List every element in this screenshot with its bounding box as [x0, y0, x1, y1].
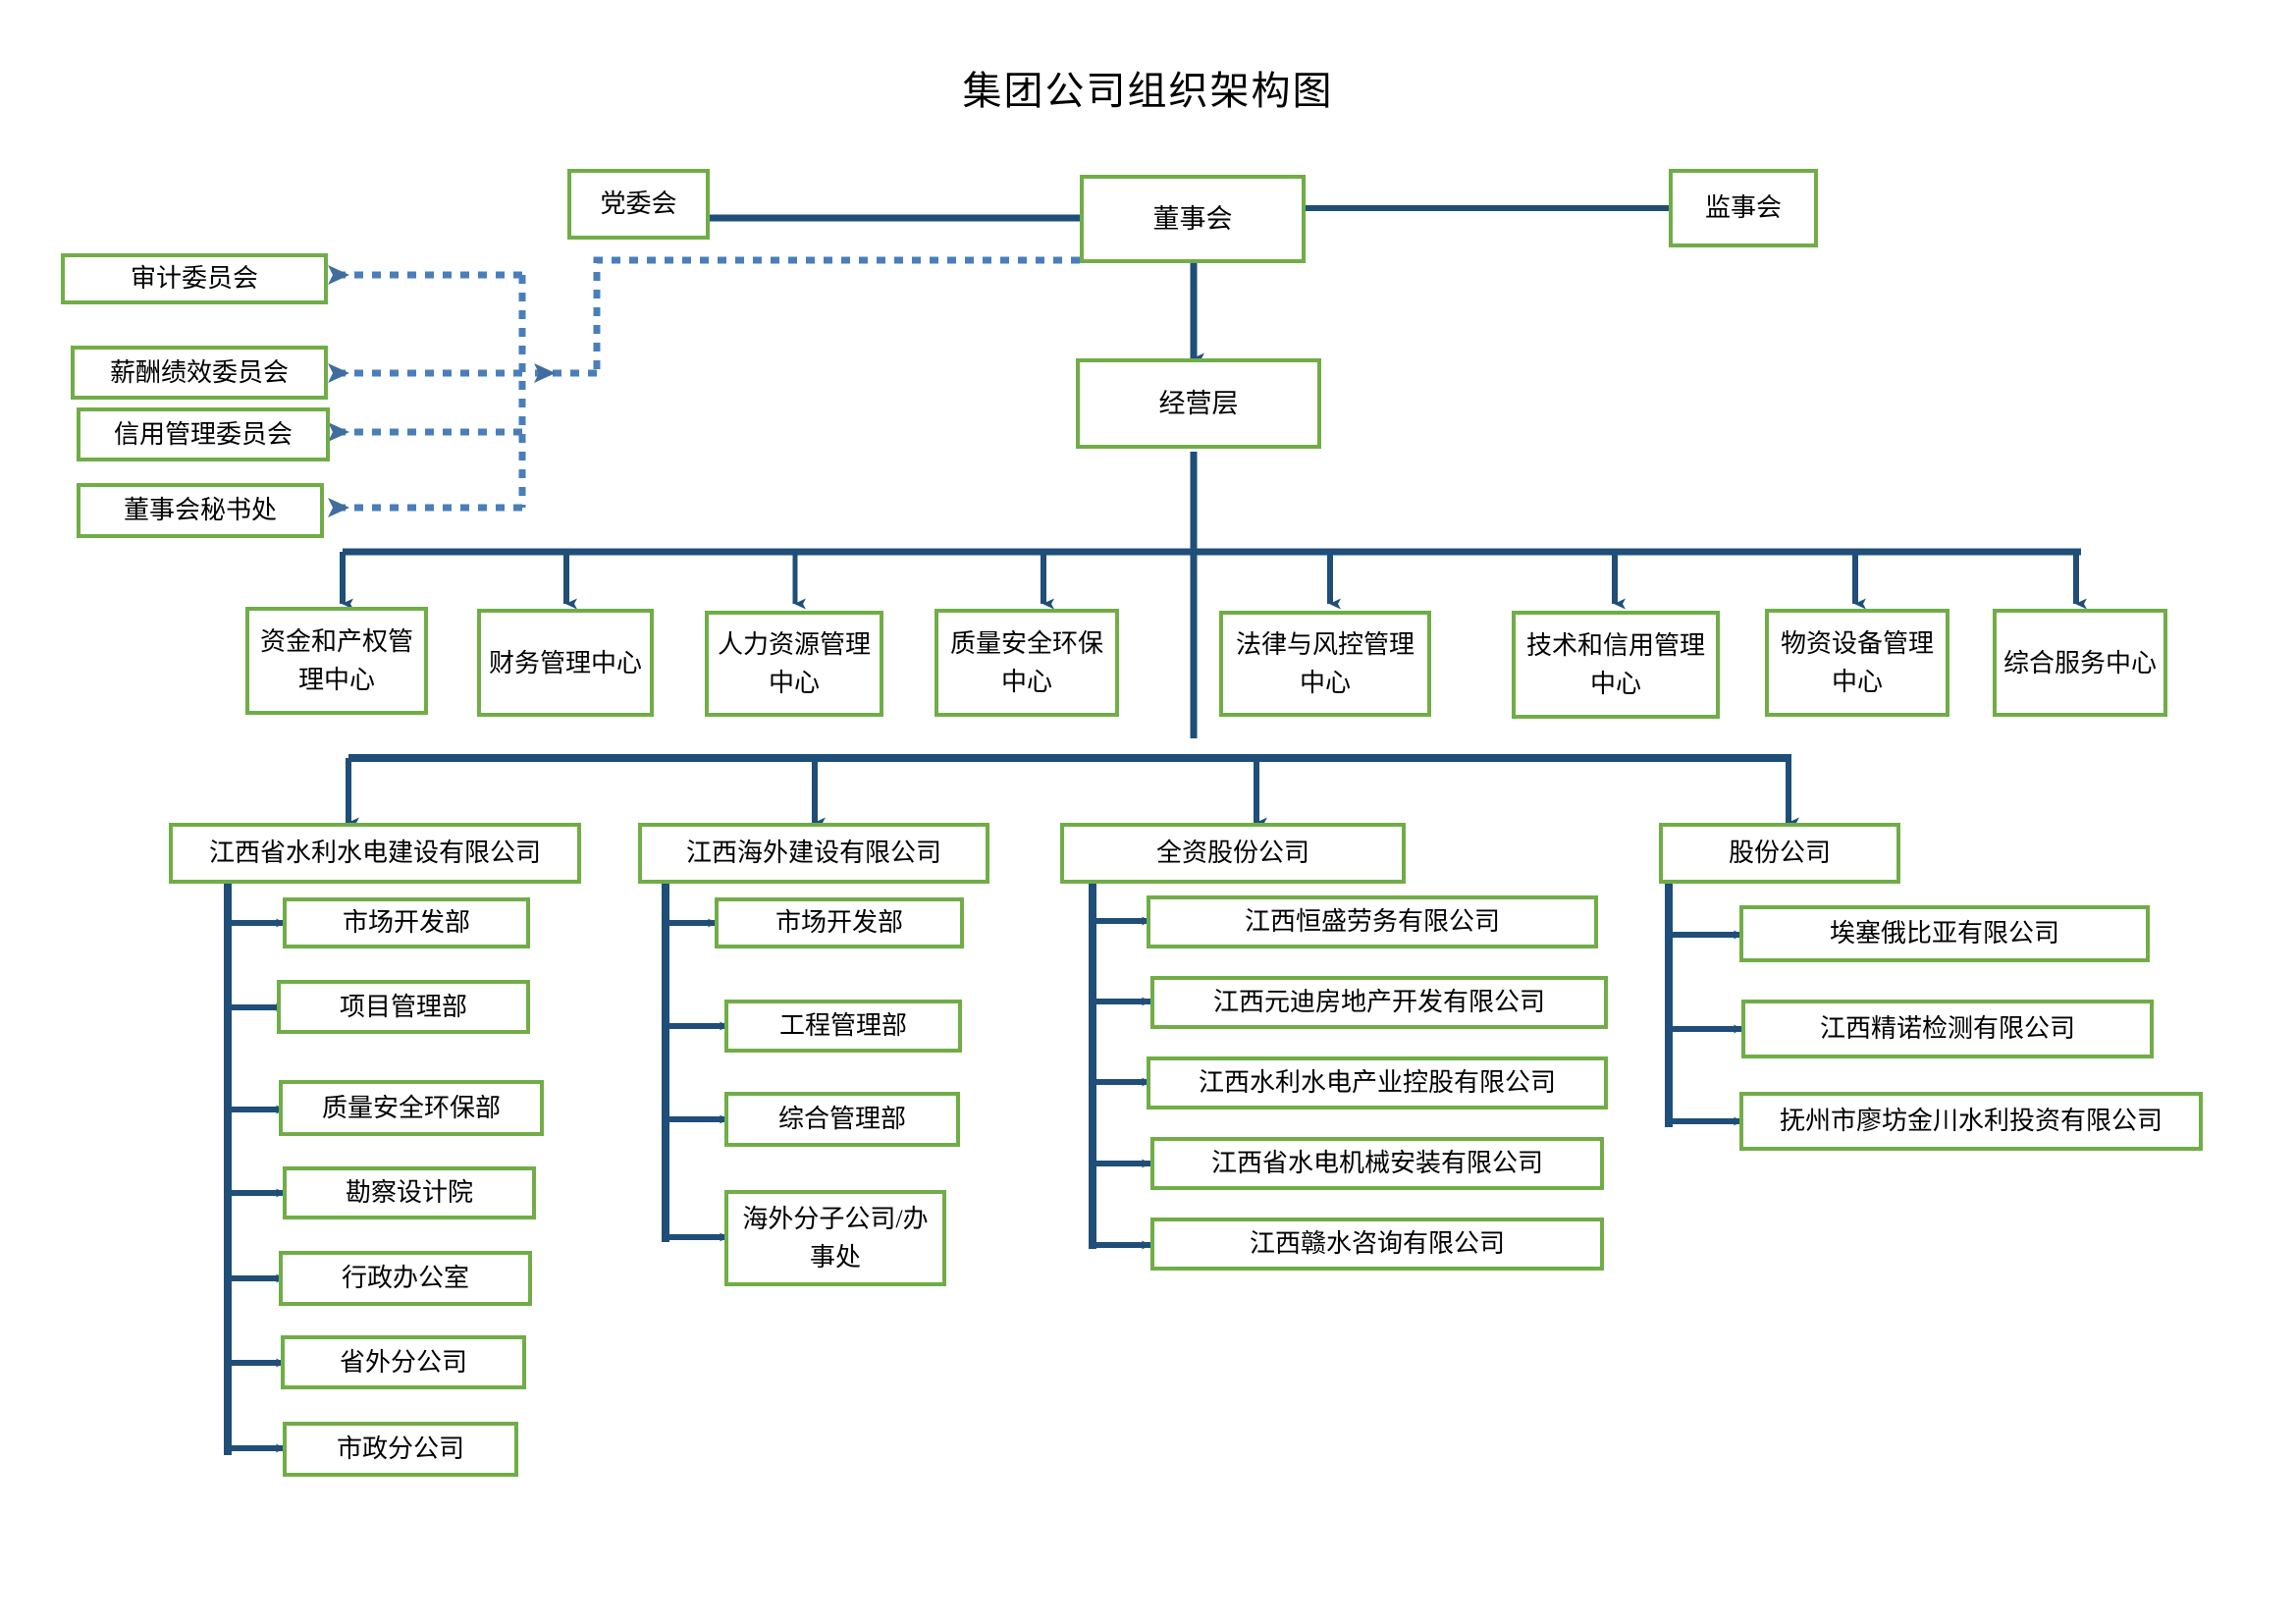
node-center-materials-equipment[interactable]: 物资设备管理中心 — [1765, 609, 1949, 717]
node-label: 人力资源管理中心 — [717, 630, 871, 697]
list-item-survey-design-institute-c1[interactable]: 勘察设计院 — [283, 1166, 536, 1219]
list-item-ganshui-consulting-c3[interactable]: 江西赣水咨询有限公司 — [1150, 1218, 1604, 1271]
list-item-municipal-branch-c1[interactable]: 市政分公司 — [283, 1422, 518, 1477]
node-label: 江西海外建设有限公司 — [685, 839, 941, 868]
node-center-human-resources[interactable]: 人力资源管理中心 — [705, 611, 883, 717]
node-label: 综合服务中心 — [2002, 648, 2157, 677]
node-label: 董事会 — [1152, 203, 1233, 234]
node-board-of-directors[interactable]: 董事会 — [1080, 175, 1306, 263]
node-label: 项目管理部 — [339, 992, 467, 1021]
node-credit-management-committee[interactable]: 信用管理委员会 — [77, 407, 330, 461]
node-compensation-committee[interactable]: 薪酬绩效委员会 — [71, 346, 328, 400]
node-label: 技术和信用管理中心 — [1525, 631, 1705, 698]
list-item-hydropower-machinery-c3[interactable]: 江西省水电机械安装有限公司 — [1150, 1137, 1604, 1190]
list-item-jingnuo-testing-c4[interactable]: 江西精诺检测有限公司 — [1741, 1000, 2154, 1058]
node-subsidiary-joint-stock[interactable]: 股份公司 — [1659, 823, 1900, 884]
node-label: 质量安全环保中心 — [949, 629, 1103, 696]
node-label: 江西恒盛劳务有限公司 — [1244, 907, 1500, 937]
node-center-funds-property[interactable]: 资金和产权管理中心 — [245, 607, 428, 715]
node-label: 薪酬绩效委员会 — [109, 357, 289, 387]
node-label: 信用管理委员会 — [113, 419, 293, 449]
node-label: 抚州市廖坊金川水利投资有限公司 — [1779, 1107, 2163, 1136]
node-label: 江西赣水咨询有限公司 — [1249, 1229, 1505, 1259]
node-center-technology-credit[interactable]: 技术和信用管理中心 — [1512, 611, 1720, 719]
node-center-quality-safety-environment[interactable]: 质量安全环保中心 — [934, 609, 1119, 717]
list-item-overseas-branches-offices-c2[interactable]: 海外分子公司/办事处 — [724, 1190, 946, 1286]
list-item-ethiopia-company-c4[interactable]: 埃塞俄比亚有限公司 — [1739, 905, 2150, 962]
node-center-general-services[interactable]: 综合服务中心 — [1993, 609, 2167, 717]
node-label: 省外分公司 — [339, 1347, 467, 1377]
node-label: 财务管理中心 — [488, 648, 642, 677]
list-item-general-management-c2[interactable]: 综合管理部 — [724, 1092, 960, 1147]
node-subsidiary-wholly-owned[interactable]: 全资股份公司 — [1060, 823, 1406, 884]
list-item-fuzhou-liaofang-jinchuan-c4[interactable]: 抚州市廖坊金川水利投资有限公司 — [1739, 1092, 2203, 1151]
list-item-market-development-c1[interactable]: 市场开发部 — [283, 897, 530, 948]
node-label: 市场开发部 — [774, 908, 903, 938]
node-center-finance[interactable]: 财务管理中心 — [477, 609, 654, 717]
node-subsidiary-jiangxi-overseas[interactable]: 江西海外建设有限公司 — [638, 823, 989, 884]
node-label: 江西元迪房地产开发有限公司 — [1212, 988, 1545, 1017]
list-item-market-development-c2[interactable]: 市场开发部 — [715, 897, 964, 948]
node-label: 物资设备管理中心 — [1780, 629, 1934, 696]
node-label: 综合管理部 — [777, 1105, 906, 1134]
node-subsidiary-jiangxi-water-conservancy[interactable]: 江西省水利水电建设有限公司 — [169, 823, 581, 884]
node-label: 经营层 — [1158, 388, 1239, 418]
page-title: 集团公司组织架构图 — [962, 69, 1334, 113]
node-label: 埃塞俄比亚有限公司 — [1829, 919, 2059, 948]
list-item-water-power-industry-holding-c3[interactable]: 江西水利水电产业控股有限公司 — [1147, 1056, 1608, 1110]
node-party-committee[interactable]: 党委会 — [567, 169, 710, 240]
node-board-secretariat[interactable]: 董事会秘书处 — [77, 483, 324, 538]
node-management-layer[interactable]: 经营层 — [1076, 358, 1321, 449]
node-label: 董事会秘书处 — [123, 496, 277, 525]
node-label: 江西省水电机械安装有限公司 — [1210, 1149, 1543, 1178]
node-label: 党委会 — [600, 189, 677, 219]
list-item-out-of-province-branch-c1[interactable]: 省外分公司 — [281, 1335, 526, 1389]
list-item-project-management-c1[interactable]: 项目管理部 — [277, 980, 530, 1034]
node-label: 江西省水利水电建设有限公司 — [208, 839, 541, 868]
list-item-administrative-office-c1[interactable]: 行政办公室 — [279, 1251, 532, 1306]
node-label: 质量安全环保部 — [321, 1093, 501, 1122]
node-label: 市政分公司 — [336, 1435, 464, 1464]
node-label: 全资股份公司 — [1155, 839, 1309, 868]
node-label: 江西精诺检测有限公司 — [1819, 1014, 2075, 1044]
node-label: 资金和产权管理中心 — [259, 627, 413, 694]
node-label: 海外分子公司/办事处 — [742, 1205, 929, 1272]
list-item-quality-safety-environment-c1[interactable]: 质量安全环保部 — [279, 1080, 544, 1136]
node-label: 市场开发部 — [342, 908, 470, 938]
node-supervisory-board[interactable]: 监事会 — [1669, 169, 1818, 247]
node-label: 行政办公室 — [341, 1264, 469, 1293]
node-audit-committee[interactable]: 审计委员会 — [61, 253, 328, 304]
list-item-yuandi-real-estate-c3[interactable]: 江西元迪房地产开发有限公司 — [1150, 976, 1608, 1029]
node-label: 股份公司 — [1728, 839, 1831, 868]
node-label: 法律与风控管理中心 — [1235, 630, 1415, 697]
node-label: 勘察设计院 — [345, 1178, 473, 1208]
node-label: 审计委员会 — [130, 264, 258, 294]
node-label: 监事会 — [1704, 193, 1782, 223]
node-label: 江西水利水电产业控股有限公司 — [1198, 1068, 1556, 1098]
node-center-legal-risk-control[interactable]: 法律与风控管理中心 — [1219, 611, 1431, 717]
list-item-engineering-management-c2[interactable]: 工程管理部 — [724, 1000, 962, 1053]
list-item-hengsheng-labor-c3[interactable]: 江西恒盛劳务有限公司 — [1147, 895, 1598, 948]
node-label: 工程管理部 — [778, 1011, 907, 1041]
